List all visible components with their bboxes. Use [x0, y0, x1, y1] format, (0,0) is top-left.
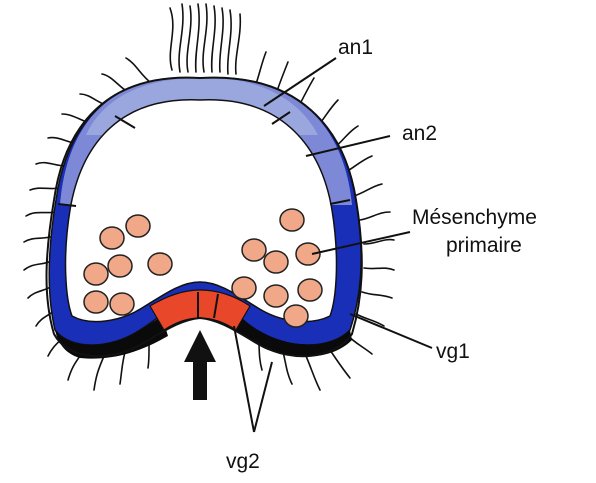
mesenchyme-cell [284, 305, 308, 327]
label-an2: an2 [402, 122, 437, 145]
label-an1: an1 [338, 36, 373, 59]
mesenchyme-cell [100, 227, 124, 249]
apical-tuft-cilia [170, 4, 240, 74]
label-mesenchyme-line1: Mésenchyme [412, 206, 537, 229]
mesenchyme-cell [264, 285, 288, 307]
mesenchyme-cell [148, 253, 172, 275]
mesenchyme-cell [280, 209, 304, 231]
label-vg1: vg1 [436, 340, 470, 363]
mesenchyme-cell [264, 251, 288, 273]
mesenchyme-cell [84, 291, 108, 313]
vg1-leader [350, 314, 432, 348]
mesenchyme-cell [298, 279, 322, 301]
mesenchyme-cell [110, 293, 134, 315]
mesenchyme-cell [108, 255, 132, 277]
an1-leader [264, 58, 336, 106]
invagination-arrow [184, 330, 216, 400]
label-vg2: vg2 [226, 450, 260, 473]
vg2-leader-left [234, 326, 254, 432]
mesenchyme-cell [126, 215, 150, 237]
vg2-leader-right [254, 362, 272, 432]
mesenchyme-cell [232, 277, 256, 299]
label-mesenchyme-line2: primaire [446, 234, 522, 257]
mesenchyme-cell [242, 239, 266, 261]
mesenchyme-cell [84, 263, 108, 285]
embryo-wall [47, 78, 362, 359]
